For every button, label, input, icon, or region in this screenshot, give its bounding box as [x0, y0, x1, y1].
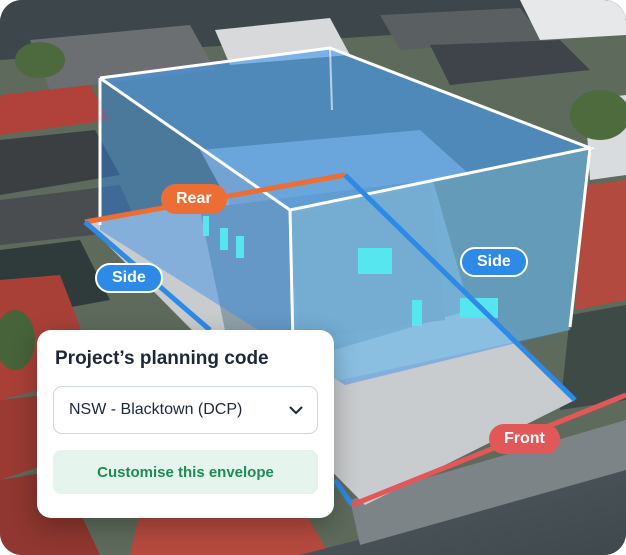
planning-code-value: NSW - Blacktown (DCP): [69, 401, 243, 418]
planning-code-card: Project’s planning code NSW - Blacktown …: [37, 330, 334, 518]
planning-code-select[interactable]: NSW - Blacktown (DCP): [53, 386, 318, 434]
rear-boundary-label: Rear: [161, 184, 227, 214]
customise-envelope-button[interactable]: Customise this envelope: [53, 450, 318, 494]
side-boundary-label-left: Side: [95, 263, 163, 293]
chevron-down-icon: [289, 406, 303, 414]
side-boundary-label-right: Side: [460, 247, 528, 277]
card-title: Project’s planning code: [55, 348, 269, 369]
front-boundary-label: Front: [489, 424, 560, 454]
